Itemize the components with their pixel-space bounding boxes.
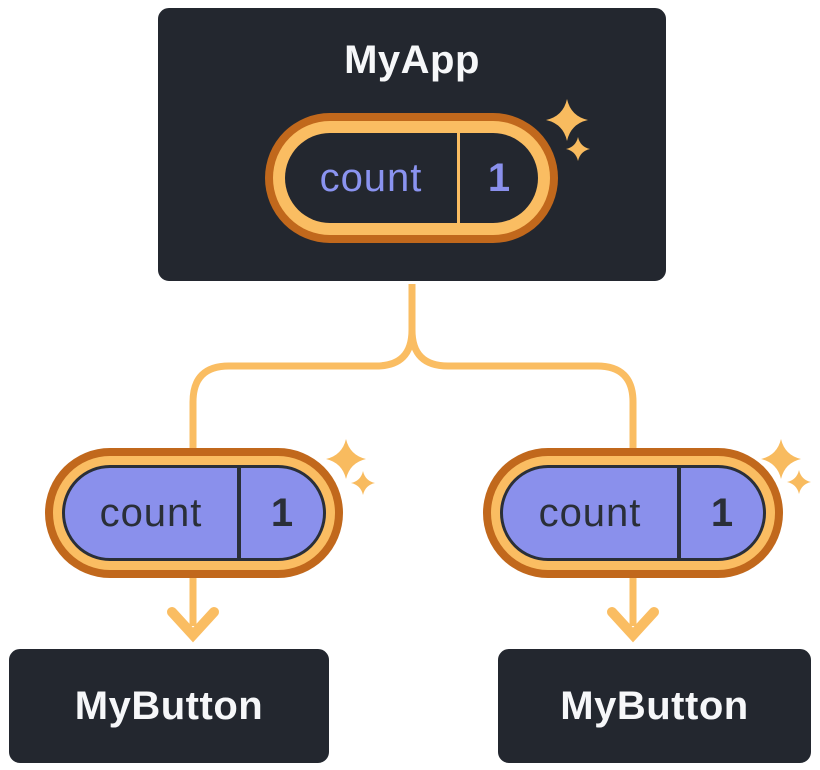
- pill-value: 1: [270, 490, 294, 535]
- pill-key-label: count: [538, 490, 642, 535]
- props-pill-right: count 1: [483, 448, 783, 578]
- pill-key-label: count: [319, 155, 423, 200]
- node-title: MyButton: [560, 683, 749, 728]
- pill-ring: count 1: [53, 456, 335, 570]
- pill-value: 1: [710, 490, 734, 535]
- node-title: MyApp: [344, 38, 480, 82]
- pill-body: count 1: [62, 465, 326, 561]
- pill-divider: [457, 133, 460, 223]
- pill-value: 1: [487, 155, 511, 200]
- pill-ring: count 1: [491, 456, 775, 570]
- node-mybutton-right: MyButton: [495, 646, 814, 766]
- pill-key-label: count: [99, 490, 203, 535]
- pill-ring: count 1: [273, 121, 550, 235]
- state-pill-myapp: count 1: [265, 113, 558, 243]
- arrow-down-icon: [167, 607, 219, 643]
- pill-body: count 1: [285, 133, 538, 223]
- node-title: MyButton: [74, 683, 264, 728]
- props-pill-left: count 1: [45, 448, 343, 578]
- pill-divider: [677, 468, 681, 558]
- node-mybutton-left: MyButton: [6, 646, 332, 766]
- pill-body: count 1: [500, 465, 766, 561]
- arrow-down-icon: [607, 607, 659, 643]
